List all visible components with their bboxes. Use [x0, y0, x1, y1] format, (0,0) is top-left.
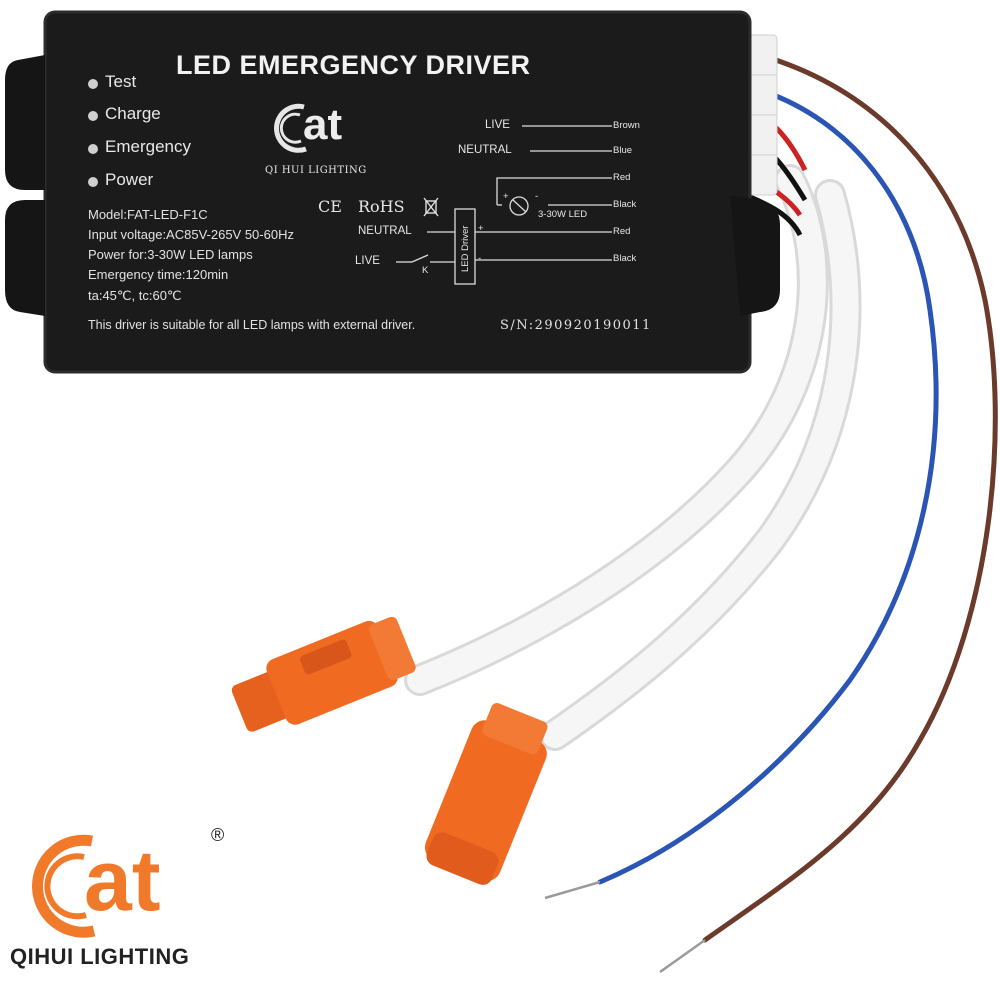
mount-tab-bottom [5, 200, 45, 316]
indicator-emergency-led [88, 144, 98, 154]
indicator-charge-led [88, 111, 98, 121]
rohs-mark: RoHS [358, 197, 405, 216]
wiring-red-label-2: Red [613, 226, 631, 237]
wiring-neutral-label-2: NEUTRAL [358, 225, 412, 237]
blue-wire-tip [544, 880, 601, 900]
wiring-lamp-label: 3-30W LED [538, 209, 588, 220]
brand-logo-text: at [84, 833, 161, 929]
indicator-test-label: Test [105, 72, 137, 91]
box-logo-subtitle: QI HUI LIGHTING [265, 165, 367, 176]
spec-temperature: ta:45℃, tc:60℃ [88, 288, 182, 303]
wiring-black-label-1: Black [613, 199, 637, 210]
mount-tab-top [5, 55, 45, 190]
weee-bin-icon [423, 197, 439, 217]
wiring-lamp-plus: + [503, 191, 509, 202]
indicator-charge-label: Charge [105, 104, 161, 123]
spec-power: Power for:3-30W LED lamps [88, 247, 253, 262]
box-logo-text: at [303, 100, 343, 149]
serial-number: S/N:290920190011 [500, 318, 652, 333]
indicator-power-label: Power [105, 170, 154, 189]
wiring-diagram [396, 125, 612, 285]
wiring-black-label-2: Black [613, 253, 637, 264]
wiring-driver-minus: - [478, 253, 482, 264]
driver-title: LED EMERGENCY DRIVER [176, 50, 531, 80]
box-logo-mark [274, 103, 307, 153]
spec-model: Model:FAT-LED-F1C [88, 207, 208, 222]
connector-female [424, 703, 548, 885]
ce-mark: CE [318, 197, 342, 216]
wiring-live-label-2: LIVE [355, 255, 380, 267]
wiring-neutral-label: NEUTRAL [458, 144, 512, 156]
suitability-note: This driver is suitable for all LED lamp… [88, 318, 416, 332]
wiring-driver-plus: + [478, 223, 484, 234]
wiring-lamp-minus: - [535, 191, 539, 202]
brown-wire [702, 52, 998, 943]
indicator-power-led [88, 177, 98, 187]
wiring-driver-label: LED Driver [460, 225, 471, 272]
indicator-emergency-label: Emergency [105, 137, 191, 156]
spec-emergency-time: Emergency time:120min [88, 267, 229, 282]
blue-wire [597, 87, 939, 885]
wiring-brown-label: Brown [613, 120, 640, 131]
wiring-blue-label: Blue [613, 145, 633, 156]
registered-mark: ® [211, 825, 225, 845]
spec-input-voltage: Input voltage:AC85V-265V 50-60Hz [88, 227, 294, 242]
wiring-live-label: LIVE [485, 119, 510, 131]
brown-wire-tip [659, 938, 706, 974]
driver-case [45, 12, 750, 372]
brand-logo-mark [32, 834, 96, 938]
wiring-red-label-1: Red [613, 172, 631, 183]
brand-name: QIHUI LIGHTING [10, 944, 190, 969]
connector-male [231, 616, 416, 732]
indicator-test-led [88, 79, 98, 89]
wiring-switch-label: K [422, 265, 429, 276]
